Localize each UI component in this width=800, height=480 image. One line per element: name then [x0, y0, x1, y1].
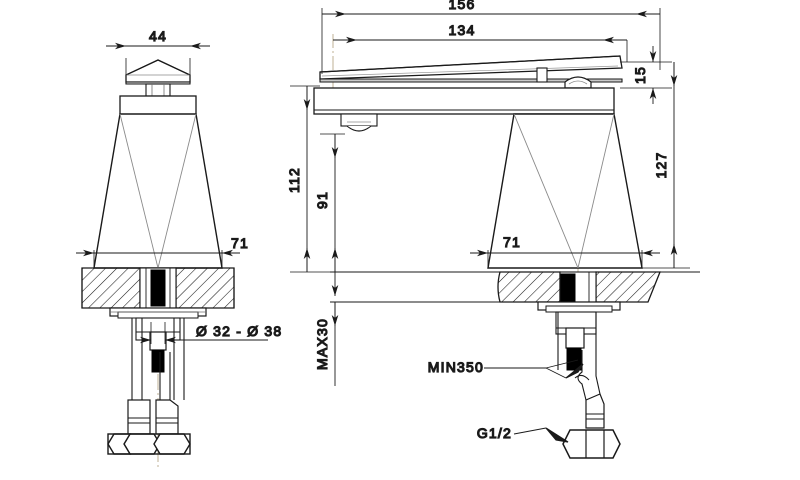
dimension-156: 156 [321, 0, 661, 74]
handle-stem [145, 83, 171, 97]
countertop-section-front [81, 267, 235, 309]
annotation-g12-label: G1/2 [477, 425, 512, 441]
dimension-91-label: 91 [314, 191, 330, 209]
dimension-15-label: 15 [632, 66, 648, 84]
fixing-nut-front [135, 317, 181, 373]
fixing-washer-front [109, 307, 207, 319]
countertop-section-side [330, 271, 700, 303]
tap-shank-front [139, 267, 177, 309]
spout-side [319, 55, 623, 83]
spout-collar-side [536, 67, 592, 89]
dimension-max30: MAX30 [313, 272, 339, 386]
flexible-hose-side [557, 312, 601, 401]
side-elevation-view: 156 134 15 127 [285, 0, 700, 459]
fixing-nut-side [555, 311, 597, 371]
dimension-71-side: 71 [470, 233, 660, 268]
hex-nut-side [562, 429, 621, 459]
front-elevation-view: 44 71 Ø 32 - Ø 38 [76, 27, 282, 470]
hose-ferrules-front [127, 399, 179, 435]
annotation-min350: MIN350 [427, 358, 584, 379]
dimension-hole-diameter: Ø 32 - Ø 38 [136, 322, 282, 344]
hose-ferrule-side [585, 393, 605, 429]
dimension-71-side-label: 71 [503, 234, 521, 250]
handle-lever [125, 59, 191, 85]
aerator-nub-side [340, 113, 378, 132]
dimension-112: 112 [285, 85, 500, 273]
dimension-91: 91 [313, 133, 345, 272]
dimension-156-label: 156 [449, 0, 476, 12]
annotation-g12: G1/2 [476, 424, 569, 443]
dimension-71-front-label: 71 [231, 235, 249, 251]
dimension-hole-diameter-label: Ø 32 - Ø 38 [196, 323, 282, 339]
annotation-min350-label: MIN350 [428, 359, 484, 375]
dimension-15: 15 [620, 46, 672, 104]
flexible-hoses-front [131, 318, 185, 400]
dimension-44: 44 [106, 27, 210, 78]
dimension-127-label: 127 [653, 152, 669, 179]
tap-shank-side [559, 271, 597, 303]
tap-body-front [93, 113, 223, 269]
dimension-134-label: 134 [449, 22, 476, 38]
dimension-112-label: 112 [286, 167, 302, 193]
cartridge-cap-side [313, 87, 615, 115]
dimension-44-label: 44 [149, 28, 167, 44]
fixing-washer-side [537, 301, 621, 313]
dimension-127: 127 [642, 62, 690, 269]
dimension-71-front: 71 [76, 234, 249, 268]
dimension-max30-label: MAX30 [314, 318, 330, 370]
hex-nuts-front [107, 433, 191, 455]
dimension-134: 134 [333, 21, 628, 62]
